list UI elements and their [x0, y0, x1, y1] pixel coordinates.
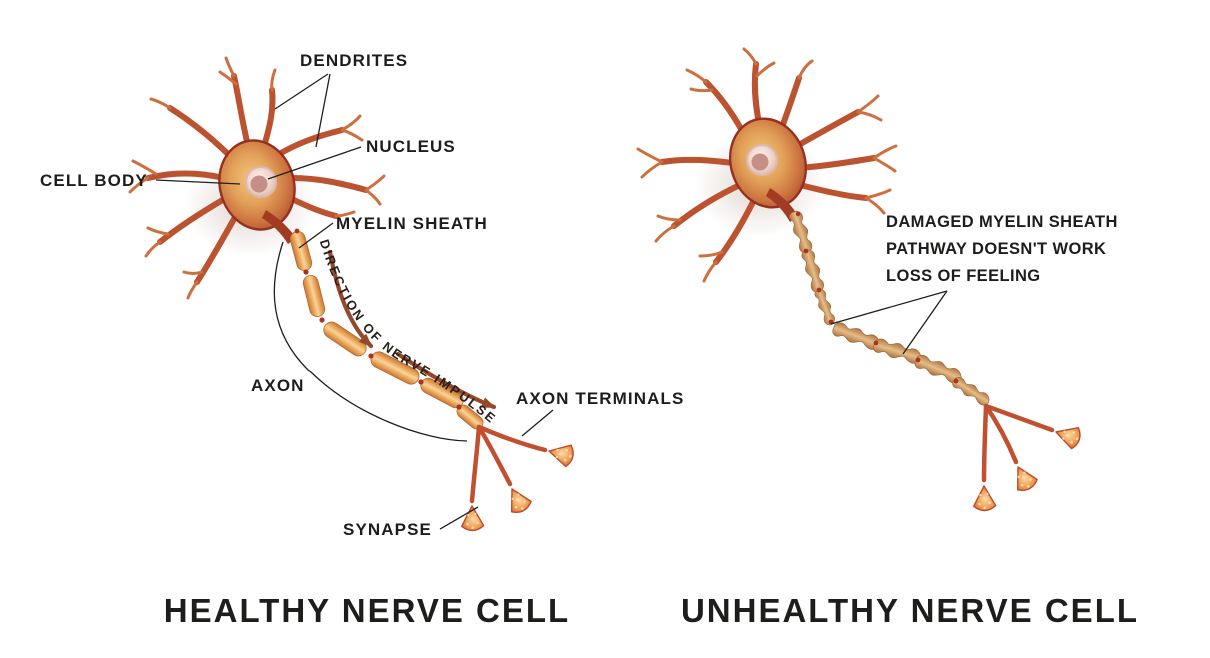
synapse-bulb: [545, 439, 577, 469]
synapse-bulb: [460, 504, 485, 532]
label-nucleus: NUCLEUS: [366, 137, 456, 156]
axon-myelin-sheath: [289, 228, 484, 430]
label-cell-body: CELL BODY: [40, 171, 148, 190]
leader-lines: [830, 290, 948, 355]
synapse-bulb: [972, 484, 997, 512]
leader-lines: [155, 73, 554, 530]
annotation-line-3: LOSS OF FEELING: [886, 267, 1041, 285]
healthy-title: HEALTHY NERVE CELL: [164, 592, 570, 629]
synapse-bulb: [1007, 461, 1040, 495]
dendrites: [128, 56, 386, 300]
label-axon: AXON: [251, 376, 305, 395]
label-dendrites: DENDRITES: [300, 51, 408, 70]
annotation-line-2: PATHWAY DOESN'T WORK: [886, 240, 1106, 258]
label-axon-terminals: AXON TERMINALS: [516, 389, 684, 408]
label-synapse: SYNAPSE: [343, 520, 432, 539]
unhealthy-title: UNHEALTHY NERVE CELL: [681, 592, 1139, 629]
axon-terminals: [460, 424, 577, 532]
annotation-line-1: DAMAGED MYELIN SHEATH: [886, 213, 1118, 231]
cell-body: [218, 139, 296, 244]
cell-body: [728, 117, 808, 222]
axon-terminals: [972, 403, 1084, 512]
damaged-axon: [787, 209, 993, 409]
unhealthy-neuron-illustration: DAMAGED MYELIN SHEATH PATHWAY DOESN'T WO…: [636, 47, 1139, 629]
axon-hillock: [262, 210, 296, 244]
axon-hillock: [766, 188, 798, 222]
healthy-neuron-illustration: DIRECTION OF NERVE IMPULSE DENDRITES NUC…: [40, 51, 684, 629]
label-myelin-sheath: MYELIN SHEATH: [336, 214, 488, 233]
synapse-bulb: [501, 483, 534, 517]
synapse-bulb: [1051, 420, 1084, 451]
